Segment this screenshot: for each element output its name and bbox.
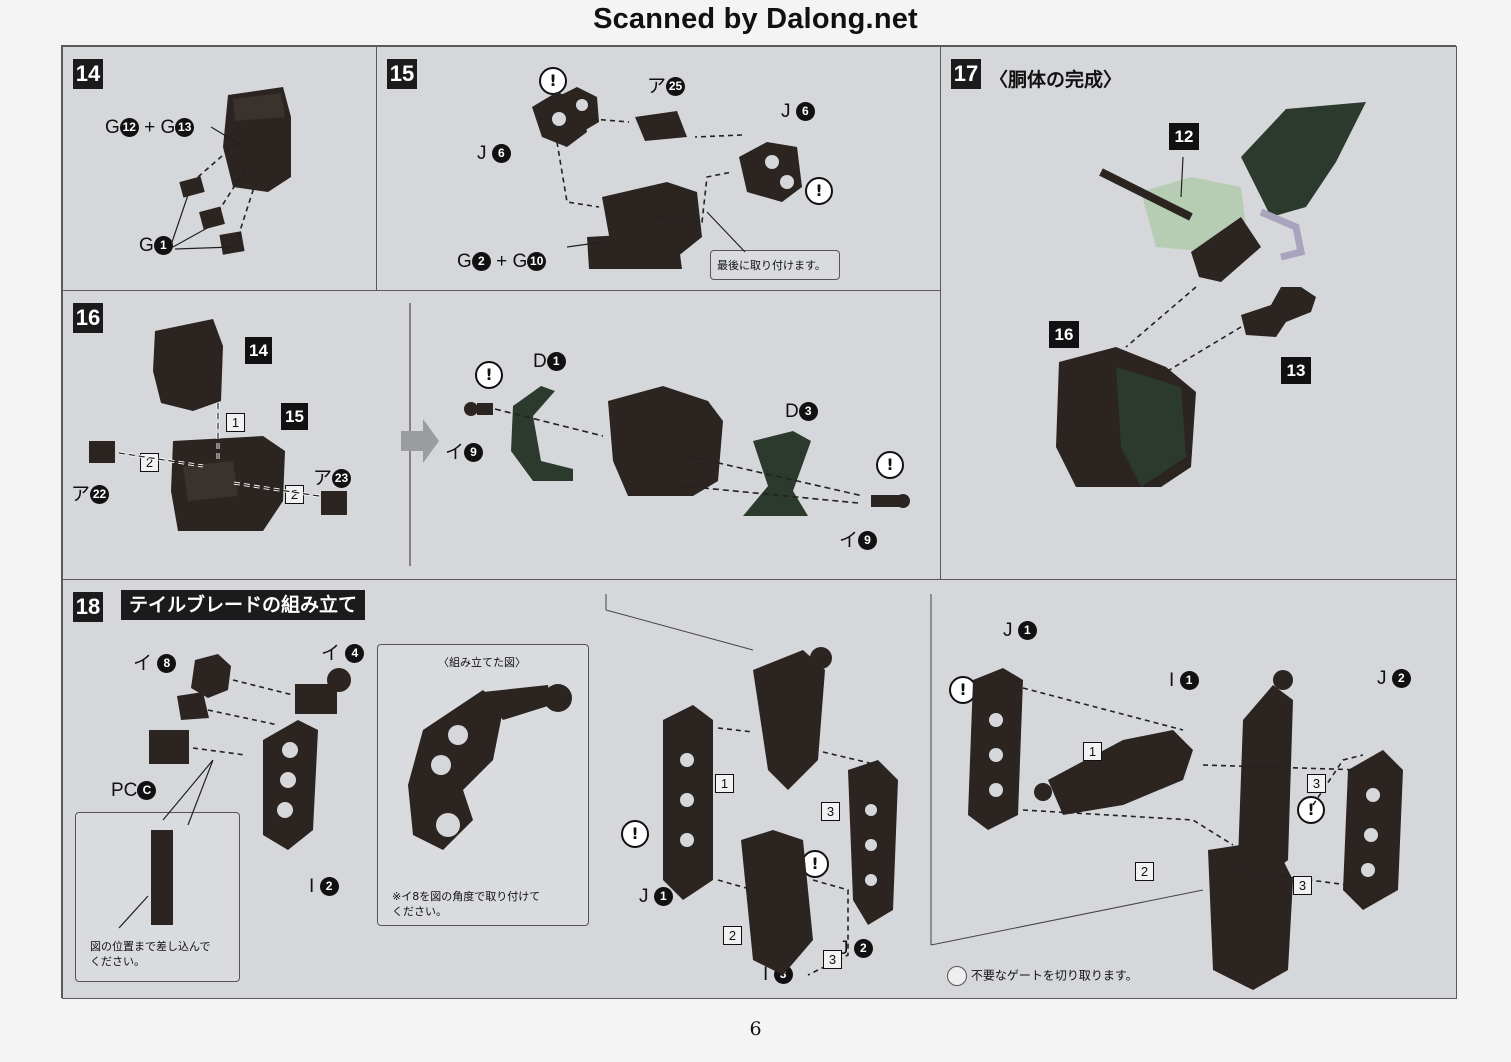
page-number: 6 — [749, 1018, 762, 1040]
part-label-i2: I 2 — [309, 876, 339, 898]
order-3: 3 — [1307, 774, 1326, 793]
step-14-illustration — [170, 87, 291, 255]
order-3: 3 — [821, 802, 840, 821]
step-number: 14 — [73, 59, 103, 89]
order-3: 3 — [823, 950, 842, 969]
part-label-j1-right: J 1 — [1003, 620, 1037, 642]
ref-step-14: 14 — [245, 337, 272, 364]
caution-icon: ! — [621, 820, 649, 848]
step-17-panel: 17 〈胴体の完成〉 12 13 16 — [940, 46, 1457, 580]
caution-icon: ! — [475, 361, 503, 389]
caution-icon: ! — [539, 67, 567, 95]
caution-icon: ! — [805, 177, 833, 205]
order-3: 3 — [1293, 876, 1312, 895]
step-18-illustration — [118, 594, 1403, 990]
part-label-j6-right: J 6 — [781, 101, 815, 123]
step-16-illustration — [89, 303, 910, 566]
order-1: 1 — [1083, 742, 1102, 761]
ref-step-16: 16 — [1049, 321, 1079, 348]
part-label-i4: イ 4 — [321, 638, 365, 665]
caution-icon: ! — [1297, 796, 1325, 824]
ref-step-15: 15 — [281, 403, 308, 430]
scan-credit: Scanned by Dalong.net — [593, 3, 918, 35]
step-15-illustration — [532, 87, 802, 269]
gate-note: 不要なゲートを切り取ります。 — [947, 966, 1138, 986]
ref-step-13: 13 — [1281, 357, 1311, 384]
step-number: 16 — [73, 303, 103, 333]
order-1: 1 — [715, 774, 734, 793]
part-label-i1-right: I 1 — [1169, 670, 1199, 692]
step-number: 18 — [73, 592, 103, 622]
part-label-j2-right: J 2 — [1377, 668, 1411, 690]
step-number: 15 — [387, 59, 417, 89]
step-title: テイルブレードの組み立て — [121, 590, 366, 620]
part-label-j2-mid: J 2 — [839, 938, 873, 960]
step-number: 17 — [951, 59, 981, 89]
order-1: 1 — [226, 413, 245, 432]
part-label-i8: イ 8 — [133, 648, 177, 675]
order-2: 2 — [1135, 862, 1154, 881]
part-label-j1-mid: J 1 — [639, 886, 673, 908]
note-callout: 最後に取り付けます。 — [710, 250, 840, 280]
order-2: 2 — [723, 926, 742, 945]
step-17-illustration — [1056, 102, 1366, 487]
ref-step-12: 12 — [1169, 123, 1199, 150]
step-title: 〈胴体の完成〉 — [989, 69, 1123, 91]
part-label-j6-left: J 6 — [477, 143, 511, 165]
caution-icon: ! — [876, 451, 904, 479]
